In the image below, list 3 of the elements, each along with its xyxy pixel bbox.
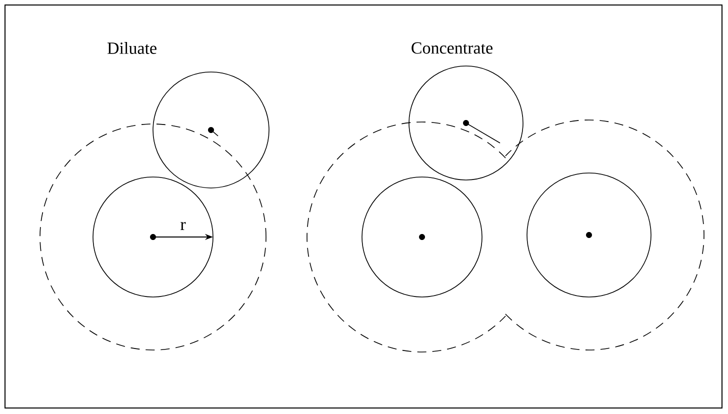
- label: Concentrate: [412, 42, 492, 54]
- label: Diluate: [107, 42, 156, 54]
- label: r: [180, 222, 186, 230]
